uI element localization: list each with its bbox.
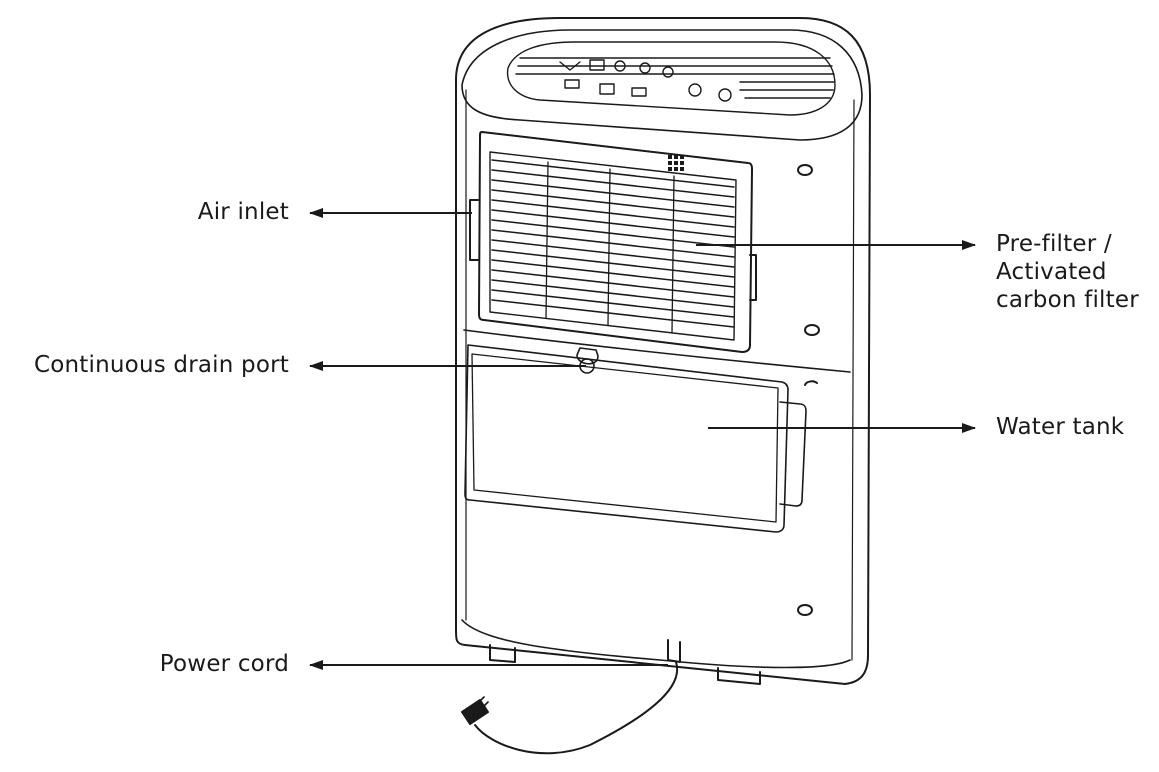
grille-slats: [491, 159, 735, 328]
top-grille-slats: [515, 57, 835, 99]
top-rim: [461, 29, 863, 141]
unit-body-outline: [455, 17, 871, 685]
indicator-dots-icon: [668, 155, 684, 171]
control-panel-buttons: [559, 59, 732, 102]
label-filter-line2: Activated: [996, 259, 1107, 286]
power-plug-icon: [461, 699, 489, 725]
grille-side-tab-left: [469, 199, 479, 261]
label-air-inlet: Air inlet: [197, 199, 289, 225]
base-lower-edge: [461, 619, 851, 669]
side-ornament-4: [797, 604, 813, 616]
power-cord: [474, 661, 679, 755]
label-filter: Pre-filter / Activated carbon filter: [996, 230, 1139, 314]
water-tank-inner: [471, 353, 779, 523]
side-ornament-1: [797, 164, 813, 176]
water-tank-handle: [779, 401, 807, 507]
grille-inner-frame: [489, 151, 737, 341]
label-filter-line1: Pre-filter /: [996, 231, 1112, 257]
grille-side-tab-right: [749, 254, 757, 301]
water-tank-outline: [464, 344, 789, 533]
cord-outlet: [667, 639, 681, 663]
grille-frame: [478, 131, 753, 353]
drain-port-cap: [576, 347, 599, 365]
side-ornament-3: [804, 380, 818, 386]
front-wheel-left: [489, 644, 516, 663]
grille-dividers: [545, 161, 675, 333]
label-power-cord: Power cord: [159, 651, 289, 677]
label-drain-port: Continuous drain port: [34, 352, 289, 378]
side-ornament-2: [804, 324, 820, 336]
tank-top-seam: [463, 329, 851, 373]
label-filter-line3: carbon filter: [996, 287, 1139, 314]
label-water-tank: Water tank: [996, 414, 1125, 440]
body-side-edge-right: [851, 99, 855, 661]
top-panel-inner: [506, 41, 836, 116]
front-wheel-right: [717, 667, 761, 685]
